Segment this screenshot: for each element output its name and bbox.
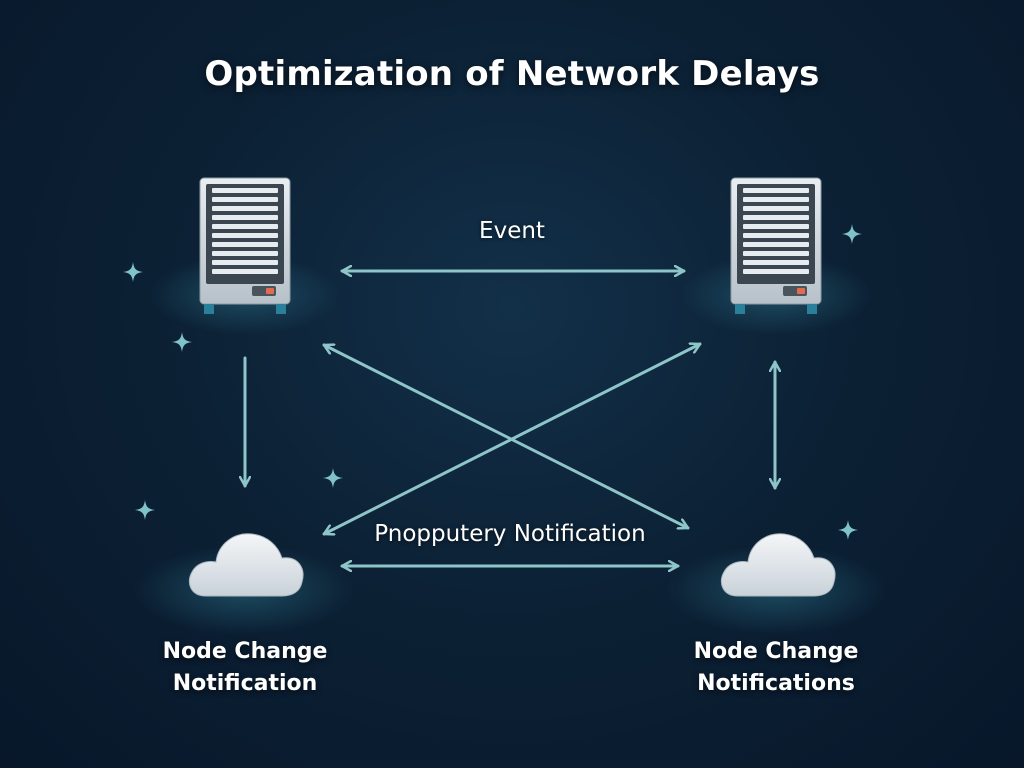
sparkle-icon — [842, 224, 862, 244]
left-cloud-label-line1: Node Change — [162, 639, 328, 664]
sparkle-icon — [172, 332, 192, 352]
left-cloud-label: Node Change Notification — [110, 636, 380, 700]
arrow-diagonal-down — [322, 345, 690, 528]
edge-label-event: Event — [479, 218, 545, 244]
left-cloud-label-line2: Notification — [172, 671, 318, 696]
diagram-title: Optimization of Network Delays — [204, 54, 820, 94]
right-cloud-label-line1: Node Change — [693, 639, 859, 664]
right-cloud-label-line2: Notifications — [697, 671, 855, 696]
sparkle-icon — [838, 520, 858, 540]
right-cloud-label: Node Change Notifications — [641, 636, 911, 700]
left-cloud-icon — [188, 533, 304, 597]
right-cloud-icon — [720, 533, 836, 597]
sparkle-icon — [123, 262, 143, 282]
sparkle-icon — [323, 468, 343, 488]
right-server-icon — [730, 177, 822, 314]
sparkle-icon — [135, 500, 155, 520]
left-server-icon — [199, 177, 291, 314]
arrow-diagonal-up — [322, 344, 702, 534]
edge-label-notification: Pnopputery Notification — [374, 521, 646, 547]
